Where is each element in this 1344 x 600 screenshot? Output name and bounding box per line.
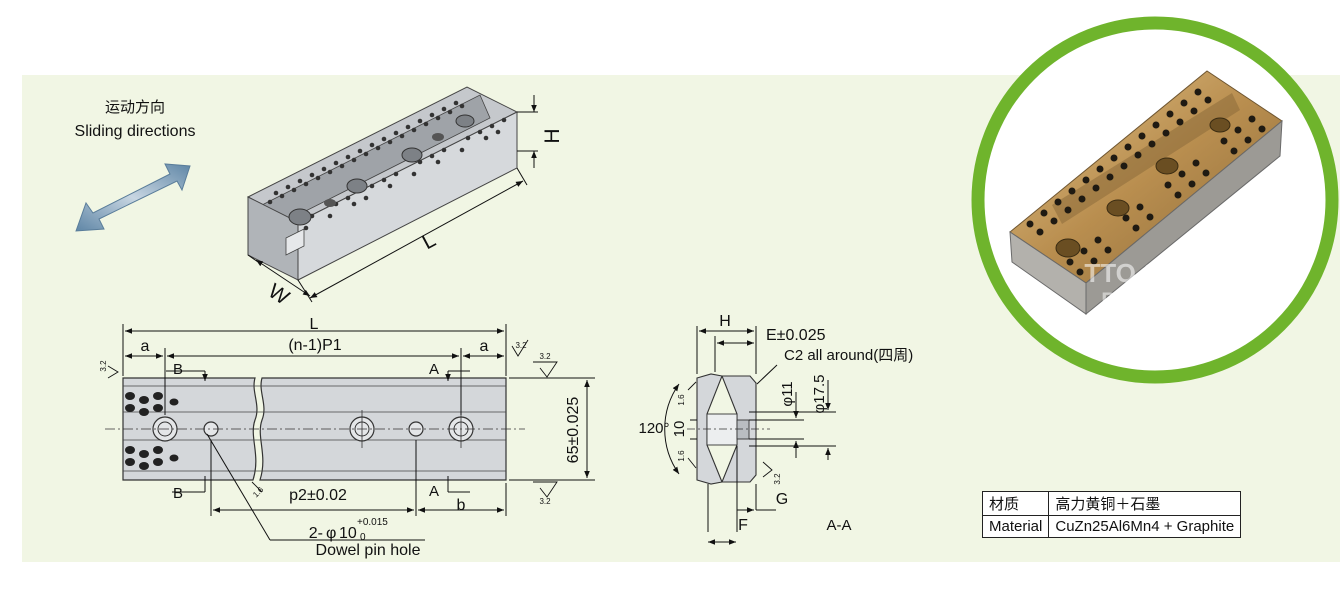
- plan-dim-p2: p2±0.02: [289, 487, 347, 504]
- section-dim-e: E±0.025: [766, 327, 826, 344]
- sliding-direction-arrow: [75, 163, 191, 232]
- plan-section-b-bottom: B: [173, 485, 183, 502]
- material-label-en: Material: [981, 515, 1050, 538]
- section-roughness-right: 3.2: [773, 473, 782, 485]
- sliding-label-en: Sliding directions: [75, 123, 196, 140]
- section-dim-g: G: [776, 491, 788, 508]
- iso-dimensions: [247, 95, 538, 303]
- green-ring: [971, 16, 1339, 384]
- sliding-label-cn: 运动方向: [105, 99, 165, 116]
- plan-dim-height: 65±0.025: [565, 397, 582, 464]
- material-value-cn: 高力黄铜＋石墨: [1048, 491, 1242, 516]
- dowel-spec-phi: φ: [326, 525, 336, 542]
- section-dimensions: [664, 326, 836, 545]
- section-view: [687, 373, 770, 485]
- section-chamfer-note: C2 all around(四周): [784, 347, 913, 364]
- section-roughness-top: 1.6: [677, 394, 686, 406]
- roughness-plan-top-right: 3.2: [515, 341, 527, 350]
- plan-dim-l: L: [310, 316, 319, 333]
- watermark-line1: TTO SLIDE: [1084, 258, 1219, 288]
- roughness-plan-right: 3.2: [539, 352, 551, 361]
- material-row-en: Material CuZn25Al6Mn4 + Graphite: [981, 515, 1242, 538]
- dowel-spec-prefix: 2-: [309, 525, 323, 542]
- section-angle: 120°: [638, 420, 669, 437]
- section-dim-h: H: [719, 313, 731, 330]
- plan-dimensions: [122, 324, 595, 541]
- material-value-en: CuZn25Al6Mn4 + Graphite: [1048, 515, 1242, 538]
- dowel-tol-upper: +0.015: [357, 517, 388, 528]
- section-roughness-symbols: [687, 381, 773, 478]
- iso-dim-h: H: [541, 128, 564, 143]
- material-table: 材质 高力黄铜＋石墨 Material CuZn25Al6Mn4 + Graph…: [981, 491, 1242, 538]
- plan-dim-pitch: (n-1)P1: [288, 337, 341, 354]
- dowel-label: Dowel pin hole: [316, 542, 421, 559]
- plan-section-a-bottom: A: [429, 483, 439, 500]
- plan-dim-a-left: a: [141, 338, 150, 355]
- roughness-plan-groove: 1.6: [251, 485, 266, 500]
- roughness-plan-bottom: 3.2: [539, 497, 551, 506]
- iso-dim-l: L: [418, 228, 439, 254]
- dowel-spec-value: 10: [339, 525, 357, 542]
- section-dim-10: 10: [671, 421, 688, 438]
- material-row-cn: 材质 高力黄铜＋石墨: [981, 491, 1242, 516]
- section-phi17: φ17.5: [811, 375, 828, 414]
- isometric-view: [246, 86, 519, 281]
- roughness-plan-left: 3.2: [99, 360, 108, 372]
- plan-dim-a-right: a: [480, 338, 489, 355]
- section-phi11: φ11: [779, 381, 796, 406]
- iso-dim-w: W: [264, 280, 293, 310]
- plan-section-b-top: B: [173, 361, 183, 378]
- section-title: A-A: [826, 517, 851, 534]
- roughness-symbols: [107, 339, 558, 498]
- product-photo: TTO SLIDE BEARING: [971, 16, 1339, 384]
- plan-view: [105, 377, 525, 481]
- watermark-line2: BEARING: [1101, 288, 1202, 313]
- section-roughness-bottom: 1.6: [677, 450, 686, 462]
- material-label-cn: 材质: [981, 491, 1050, 516]
- section-dim-f: F: [738, 517, 748, 534]
- plan-dim-b: b: [457, 497, 466, 514]
- plan-section-a-top: A: [429, 361, 439, 378]
- dowel-tol-lower: 0: [360, 532, 366, 543]
